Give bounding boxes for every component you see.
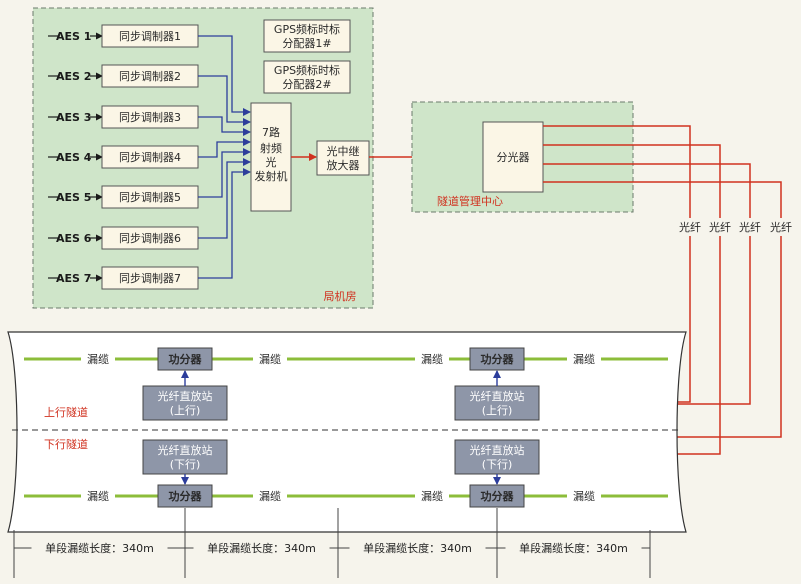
modulator-to-transmitter-line: [198, 158, 251, 239]
segment-length-label: 单段漏缆长度：340m: [363, 541, 472, 555]
segment-length-bg: [193, 540, 330, 556]
segment-length-bg: [31, 540, 168, 556]
leaky-cable-label: 漏缆: [421, 353, 443, 366]
leaky-cable-label: 漏缆: [87, 353, 109, 366]
aes-input-label: AES 5: [56, 191, 91, 204]
gps-distributor-1-line1: GPS频标时标: [274, 22, 340, 36]
down-tunnel-label: 下行隧道: [44, 437, 88, 451]
power-splitter-label: 功分器: [169, 352, 203, 366]
aes-input-label: AES 3: [56, 111, 91, 124]
power-splitter-lower: [469, 484, 525, 508]
transmitter-line4: 发射机: [255, 169, 288, 183]
transmitter-line1: 7路: [262, 126, 280, 139]
fiber-repeater-up-line1: 光纤直放站: [470, 389, 525, 403]
sync-modulator-label: 同步调制器6: [119, 232, 181, 245]
fiber-repeater-up-line1: 光纤直放站: [158, 389, 213, 403]
leaky-cable-label: 漏缆: [87, 490, 109, 503]
gps-distributor-1-box: [263, 19, 351, 53]
fiber-repeater-up-line2: (上行): [482, 404, 513, 417]
power-splitter-label: 功分器: [481, 489, 515, 503]
gps-distributor-2-line1: GPS频标时标: [274, 63, 340, 77]
aes-input-label: AES 6: [56, 232, 92, 245]
fiber-label-bg: [672, 218, 792, 236]
amplifier-line1: 光中继: [327, 144, 360, 158]
segment-length-label: 单段漏缆长度：340m: [207, 541, 316, 555]
leaky-cable-label: 漏缆: [421, 490, 443, 503]
optical-splitter-label: 分光器: [497, 150, 530, 164]
fiber-repeater-up-box: [454, 385, 540, 421]
fiber-repeater-down-box: [142, 439, 228, 475]
modulator-to-transmitter-line: [198, 138, 251, 158]
segment-length-label: 单段漏缆长度：340m: [45, 541, 154, 555]
fiber-repeater-down-line1: 光纤直放站: [470, 443, 525, 457]
fiber-label-1: 光纤: [679, 220, 701, 234]
aes-input-label: AES 4: [56, 151, 92, 164]
leaky-cable-label-bg: [415, 488, 449, 504]
modulator-to-transmitter-line: [198, 75, 251, 126]
leaky-cable-label: 漏缆: [259, 353, 281, 366]
segment-length-bg: [505, 540, 642, 556]
fiber-label-2: 光纤: [709, 220, 731, 234]
up-tunnel-label: 上行隧道: [44, 405, 88, 419]
transmitter-line3: 光: [266, 155, 277, 169]
leaky-cable-label-bg: [81, 488, 115, 504]
leaky-cable-label-bg: [567, 351, 601, 367]
sync-modulator-label: 同步调制器1: [119, 30, 181, 43]
optical-repeater-amplifier-box: [316, 140, 370, 176]
rf-optical-transmitter-box: [250, 102, 292, 212]
fiber-repeater-up-line2: (上行): [170, 404, 201, 417]
leaky-cable-label: 漏缆: [259, 490, 281, 503]
leaky-cable-label: 漏缆: [573, 490, 595, 503]
aes-input-label: AES 7: [56, 272, 91, 285]
aes-input-label: AES 1: [56, 30, 91, 43]
modulator-to-transmitter-line: [198, 35, 251, 116]
fiber-repeater-down-box: [454, 439, 540, 475]
sync-modulator-label: 同步调制器3: [119, 111, 181, 124]
tunnel-management-center-label: 隧道管理中心: [437, 194, 503, 208]
leaky-cable-label-bg: [415, 351, 449, 367]
transmitter-line2: 射频: [260, 141, 282, 155]
fiber-repeater-down-line2: (下行): [170, 458, 201, 471]
amplifier-line2: 放大器: [327, 158, 360, 172]
modulator-to-transmitter-line: [198, 148, 251, 198]
fiber-label-4: 光纤: [770, 220, 792, 234]
fiber-repeater-up-box: [142, 385, 228, 421]
segment-length-bg: [349, 540, 486, 556]
office-room-label: 局机房: [324, 289, 357, 303]
sync-modulator-label: 同步调制器5: [119, 191, 181, 204]
leaky-cable-label-bg: [253, 488, 287, 504]
power-splitter-label: 功分器: [169, 489, 203, 503]
modulator-to-transmitter-line: [198, 116, 251, 136]
gps-distributor-1-line2: 分配器1#: [282, 37, 331, 50]
optical-splitter-box: [482, 121, 544, 193]
sync-modulator-label: 同步调制器7: [119, 272, 181, 285]
sync-modulator-label: 同步调制器2: [119, 70, 181, 83]
leaky-cable-label-bg: [567, 488, 601, 504]
segment-length-label: 单段漏缆长度：340m: [519, 541, 628, 555]
fiber-label-3: 光纤: [739, 220, 761, 234]
tunnel-outline: [7, 331, 687, 533]
leaky-cable-label: 漏缆: [573, 353, 595, 366]
aes-input-label: AES 2: [56, 70, 91, 83]
gps-distributor-2-line2: 分配器2#: [282, 78, 331, 91]
gps-distributor-2-box: [263, 60, 351, 94]
fiber-repeater-down-line1: 光纤直放站: [158, 443, 213, 457]
power-splitter-lower: [157, 484, 213, 508]
leaky-cable-label-bg: [253, 351, 287, 367]
modulator-to-transmitter-line: [198, 168, 251, 279]
fiber-repeater-down-line2: (下行): [482, 458, 513, 471]
power-splitter-label: 功分器: [481, 352, 515, 366]
leaky-cable-label-bg: [81, 351, 115, 367]
sync-modulator-label: 同步调制器4: [119, 151, 181, 164]
